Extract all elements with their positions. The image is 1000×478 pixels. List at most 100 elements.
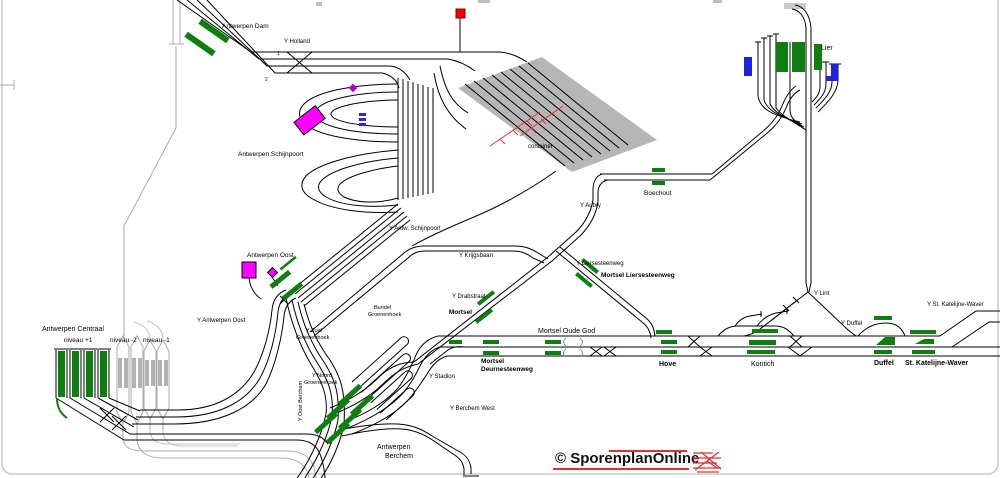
oost-platform-2 [281, 281, 304, 301]
logo-icon-line-5 [694, 451, 720, 471]
label-bundel-groenenhoek-2: Groenenhoek [368, 312, 402, 318]
berchem-platform-6 [325, 421, 351, 445]
top-edge-stub-3 [713, 0, 722, 3]
label-mortsel: Mortsel [449, 309, 472, 316]
label-y-antw-schijnpoort: Y Antw. Schijnpoort [389, 226, 441, 232]
label-y-stadion: Y Stadion [429, 374, 455, 380]
label-y-zuid-groenenhoek-1: Y Zuid [306, 328, 322, 334]
niveau2-exit-1 [122, 437, 317, 478]
kontich-platform-1 [752, 329, 778, 333]
sporenplan-online-logo: © SporenplanOnline [553, 448, 728, 476]
duffel-platform-3 [874, 350, 892, 354]
label-niveau-min2: niveau -2 [110, 337, 137, 344]
label-mortsel-liersesteenweg: Mortsel Liersesteenweg [601, 272, 675, 279]
berchem-platform-3 [313, 411, 339, 435]
lier-platform-2 [792, 42, 805, 72]
logo-icon-line-6 [700, 451, 722, 470]
label-track-2: 2 [265, 77, 268, 83]
lier-blue-structure-east-1 [831, 64, 838, 78]
logo-underline [553, 468, 689, 470]
centraal-throat-diagonals [55, 397, 141, 441]
lier-boechout-diag-a [711, 85, 797, 175]
kontich-loop [717, 325, 795, 337]
label-y-noord-groenenhoek-2: Groenenhoek [304, 380, 338, 386]
liersesteenweg-branch-a [559, 246, 656, 337]
hove-platform-2 [661, 340, 677, 344]
stkw-platform-3 [912, 350, 935, 354]
schijnpoort-loop-2 [318, 157, 399, 207]
lier-west-fan [757, 95, 807, 131]
oost-building [241, 261, 257, 279]
crossover-west-kontich [687, 335, 713, 357]
label-lier: Lier [821, 45, 833, 52]
container-exit [411, 170, 557, 247]
centraal-rails [55, 350, 110, 398]
logo-trackplan-icon [693, 451, 722, 473]
oudegod-brackets [563, 337, 583, 358]
oost-diamond [266, 266, 279, 279]
niveau1-platform-2b [164, 360, 168, 386]
label-antwerpen-oost: Antwerpen Oost [247, 252, 294, 259]
label-antwerpen-berchem-2: Berchem [385, 453, 413, 460]
niveau2-platform-1a [118, 358, 122, 388]
label-container: container [528, 144, 553, 150]
label-track-1: 1 [277, 51, 280, 57]
schijnpoort-purple-marker [348, 83, 358, 93]
berchem-west-1 [337, 423, 472, 474]
duffel-platform-2 [876, 337, 895, 345]
stkw-platform-2 [915, 339, 934, 344]
label-y-liersesteenweg: Y Liersesteenweg [576, 261, 624, 267]
boechout-platform-1 [652, 168, 665, 172]
mainline-1-branch [939, 310, 1000, 337]
dam-platform-2 [198, 18, 230, 44]
container-gauge [489, 105, 564, 147]
label-y-st-katelijne-waver: Y St. Katelijne-Waver [927, 302, 984, 308]
label-hove: Hove [659, 361, 676, 368]
left-edge-line [0, 80, 15, 90]
logo-icon-line-7 [706, 460, 718, 469]
centraal-platform-1 [58, 351, 65, 397]
niveau1-platform-1a [145, 360, 149, 386]
label-boechout: Boechout [644, 190, 672, 197]
label-y-drabstraat: Y Drabstraat [452, 294, 486, 300]
schijnpoort-blue-marker-3 [359, 123, 366, 126]
corridor-oost-schijnpoort [291, 203, 411, 307]
centraal-platform-edge [56, 397, 68, 419]
niveau1-platform-1b [151, 360, 155, 386]
schijnpoort-loop-3 [337, 165, 399, 203]
kontich-platform-2 [749, 340, 776, 345]
duffel-platform-1 [874, 316, 892, 320]
corridor-oost-berchem-2 [291, 299, 333, 417]
niveau1-top-2 [146, 320, 164, 341]
berchem-south-3 [312, 419, 339, 478]
label-antwerpen-centraal: Antwerpen Centraal [42, 326, 104, 333]
label-mortsel-deurnesteenweg-1: Mortsel [481, 358, 504, 365]
tunnel-main [123, 46, 177, 336]
lier-top-curve-1 [791, 8, 807, 29]
kontich-stub-2 [734, 311, 763, 327]
niveau1-top-1 [133, 321, 151, 341]
krijgsbaan-chord-b [313, 250, 545, 337]
container-terminal-area [458, 57, 657, 172]
lint-spur-2 [771, 304, 790, 321]
lier-platform-1 [776, 42, 788, 72]
lier-main-east [808, 28, 812, 293]
label-y-noord-groenenhoek-1: Y Noord [312, 373, 332, 379]
oudegod-platform-1 [545, 340, 561, 344]
label-y-krijgsbaan: Y Krijgsbaan [459, 253, 493, 259]
top-edge-stub-2 [316, 2, 322, 6]
dam-platform-1 [184, 31, 216, 57]
lint-branch-east [807, 291, 857, 337]
label-y-aubry: Y Aubry [580, 203, 601, 209]
label-y-zuid-groenenhoek-2: Groenenhoek [296, 335, 330, 341]
corridor-centraal-oost-1 [140, 289, 287, 411]
berchem-west-2 [341, 428, 465, 475]
centraal-platform-2 [72, 351, 79, 397]
crossover-east-kontich [787, 335, 813, 357]
mortsel-liersesteenweg-platform-2 [575, 272, 593, 288]
logo-overline [609, 450, 687, 452]
label-mortsel-oude-god: Mortsel Oude God [538, 328, 595, 335]
oost-platform-1 [269, 269, 292, 289]
container-feed-1 [439, 65, 469, 114]
